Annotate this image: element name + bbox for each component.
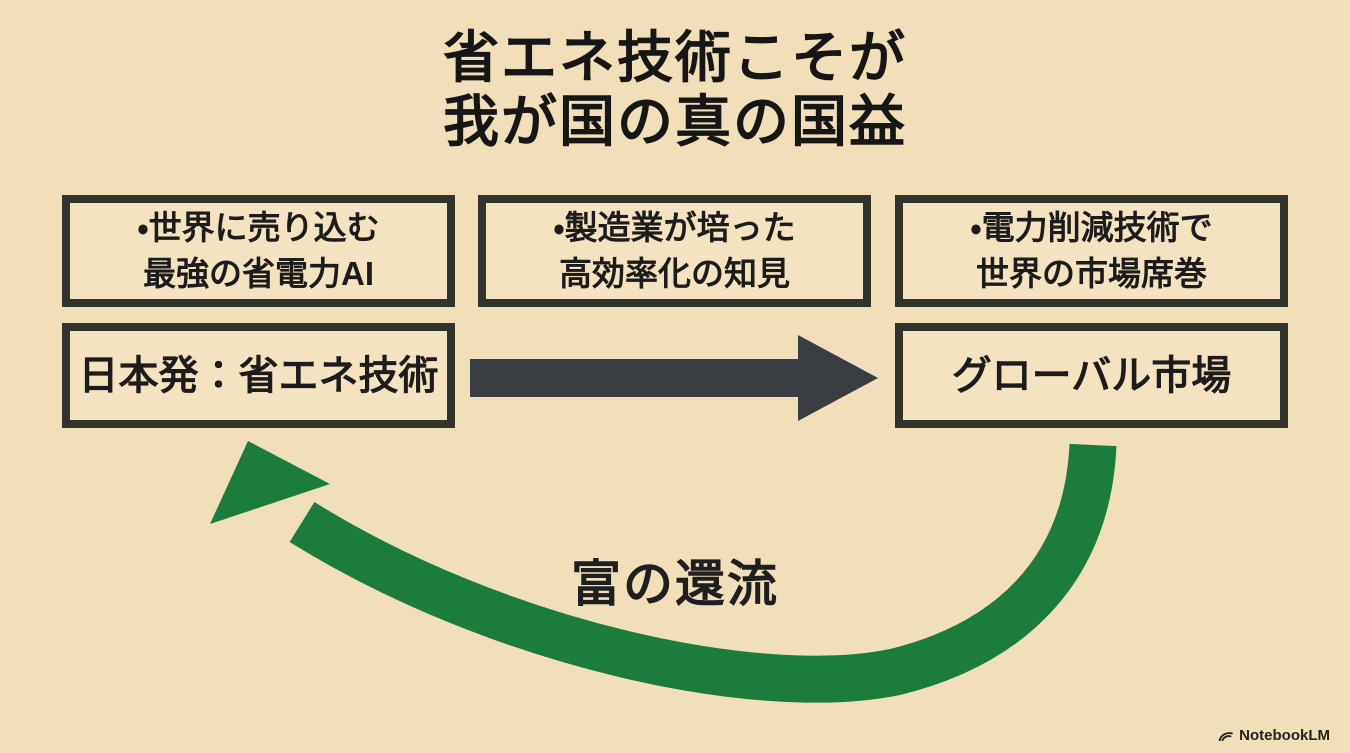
notebooklm-logo-icon	[1217, 727, 1234, 744]
info-box-line2: 最強の省電力AI	[143, 255, 374, 292]
watermark: NotebookLM	[1217, 727, 1330, 744]
info-box-market-domination: ・電力削減技術で 世界の市場席巻	[895, 195, 1288, 307]
page-title-line1: 省エネ技術こそが	[443, 26, 907, 89]
page-title-line2: 我が国の真の国益	[443, 90, 907, 153]
info-box-manufacturing-knowhow: ・製造業が培った 高効率化の知見	[478, 195, 871, 307]
info-box-export-ai: ・世界に売り込む 最強の省電力AI	[62, 195, 455, 307]
return-flow-label: 富の還流	[571, 556, 779, 612]
info-box-line1: ・製造業が培った	[553, 209, 796, 246]
watermark-label: NotebookLM	[1239, 727, 1330, 744]
node-japan-energy-tech: 日本発：省エネ技術	[62, 323, 455, 428]
info-box-line2: 高効率化の知見	[559, 255, 790, 292]
info-box-line1: ・電力削減技術で	[970, 209, 1213, 246]
node-label: 日本発：省エネ技術	[78, 353, 439, 398]
forward-arrow-icon	[470, 335, 878, 421]
info-box-line1: ・世界に売り込む	[137, 209, 380, 246]
node-label: グローバル市場	[951, 353, 1232, 398]
page-title: 省エネ技術こそが 我が国の真の国益	[0, 26, 1350, 154]
node-global-market: グローバル市場	[895, 323, 1288, 428]
return-arrow-head-icon	[210, 441, 330, 524]
info-box-line2: 世界の市場席巻	[976, 255, 1207, 292]
